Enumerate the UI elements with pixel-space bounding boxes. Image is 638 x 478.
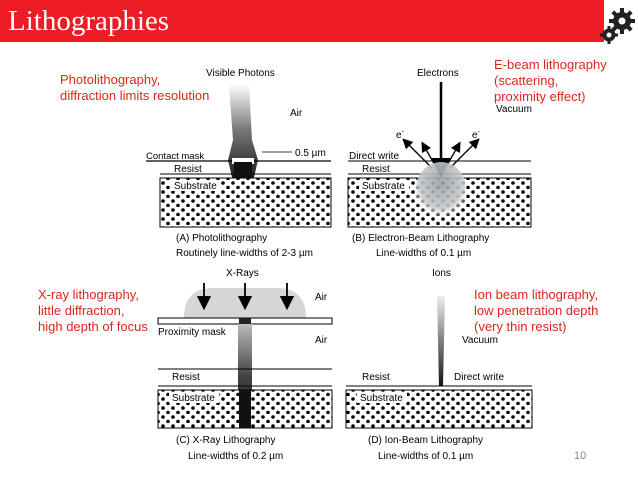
label-direct-write: Direct write xyxy=(349,151,399,162)
mask-absorber xyxy=(239,318,251,324)
label-vacuum: Vacuum xyxy=(496,104,532,115)
label-x-rays: X-Rays xyxy=(226,268,259,279)
label-air-bottom: Air xyxy=(315,335,328,346)
note-ebeam: E-beam lithography (scattering, proximit… xyxy=(494,57,607,105)
note-line: proximity effect) xyxy=(494,89,586,104)
caption-ion-beam: (D) Ion-Beam Lithography xyxy=(368,435,483,446)
panel-ion-beam: Ions Vacuum Resist Direct write Substrat… xyxy=(345,268,533,462)
note-line: E-beam lithography xyxy=(494,57,607,72)
panel-photolithography: Visible Photons Air 0.5 µm Contact mask … xyxy=(146,68,332,259)
scatter-arrow xyxy=(402,138,433,169)
electron-charge: - xyxy=(478,129,481,136)
label-direct-write: Direct write xyxy=(454,372,504,383)
note-ion-beam: Ion beam lithography, low penetration de… xyxy=(474,287,598,335)
label-substrate: Substrate xyxy=(174,181,217,192)
note-line: low penetration depth xyxy=(474,303,599,318)
caption-photolithography: (A) Photolithography xyxy=(176,233,267,244)
page-number: 10 xyxy=(574,450,587,462)
substrate-label-bg xyxy=(169,392,219,403)
note-line: X-ray lithography, xyxy=(38,287,139,302)
panel-x-ray: X-Rays Air Proximity mask Air Resist Sub… xyxy=(157,268,333,462)
scatter-halo xyxy=(415,162,467,222)
label-air: Air xyxy=(290,108,303,119)
note-line: (scattering, xyxy=(494,73,559,88)
label-electron-left: e- xyxy=(396,129,405,141)
label-visible-photons: Visible Photons xyxy=(206,68,275,79)
substrate-label-bg xyxy=(357,392,407,403)
linewidth-x-ray: Line-widths of 0.2 µm xyxy=(188,451,283,462)
note-line: Ion beam lithography, xyxy=(474,287,599,302)
label-resist: Resist xyxy=(172,372,200,383)
label-proximity-mask: Proximity mask xyxy=(158,327,227,338)
mask-opening xyxy=(232,158,254,164)
electron-charge: - xyxy=(402,129,405,136)
gears-icon xyxy=(600,8,635,44)
label-resist: Resist xyxy=(174,164,202,175)
linewidth-electron-beam: Line-widths of 0.1 µm xyxy=(376,248,471,259)
note-xray: X-ray lithography, little diffraction, h… xyxy=(38,287,148,335)
panel-electron-beam: Electrons Vacuum e- e- Direct write Resi… xyxy=(347,68,532,259)
label-electrons: Electrons xyxy=(417,68,459,79)
electron-symbol: e xyxy=(472,130,478,141)
label-air-top: Air xyxy=(315,292,328,303)
x-ray-channel-in-substrate xyxy=(239,390,251,428)
note-photolithography: Photolithography, diffraction limits res… xyxy=(60,72,209,104)
caption-electron-beam: (B) Electron-Beam Lithography xyxy=(352,233,489,244)
label-resist: Resist xyxy=(362,372,390,383)
scatter-arrow xyxy=(449,138,480,169)
caption-x-ray: (C) X-Ray Lithography xyxy=(176,435,275,446)
substrate-label-bg xyxy=(171,180,221,191)
ion-beam xyxy=(437,296,445,386)
slide-title: Lithographies xyxy=(8,5,170,37)
note-line: Photolithography, xyxy=(60,72,161,87)
label-ions: Ions xyxy=(432,268,451,279)
label-substrate: Substrate xyxy=(172,393,215,404)
label-contact-mask: Contact mask xyxy=(146,151,204,162)
note-line: (very thin resist) xyxy=(474,319,567,334)
note-line: little diffraction, xyxy=(38,303,125,318)
note-line: diffraction limits resolution xyxy=(60,88,210,103)
title-bar: Lithographies xyxy=(0,0,604,42)
label-substrate: Substrate xyxy=(360,393,403,404)
label-resist: Resist xyxy=(362,164,390,175)
substrate-label-bg xyxy=(359,180,409,191)
label-vacuum: Vacuum xyxy=(462,335,498,346)
note-line: high depth of focus xyxy=(38,319,148,334)
linewidth-photolithography: Routinely line-widths of 2-3 µm xyxy=(176,248,313,259)
label-dimension: 0.5 µm xyxy=(295,148,326,159)
linewidth-ion-beam: Line-widths of 0.1 µm xyxy=(378,451,473,462)
label-substrate: Substrate xyxy=(362,181,405,192)
label-electron-right: e- xyxy=(472,129,481,141)
electron-symbol: e xyxy=(396,130,402,141)
